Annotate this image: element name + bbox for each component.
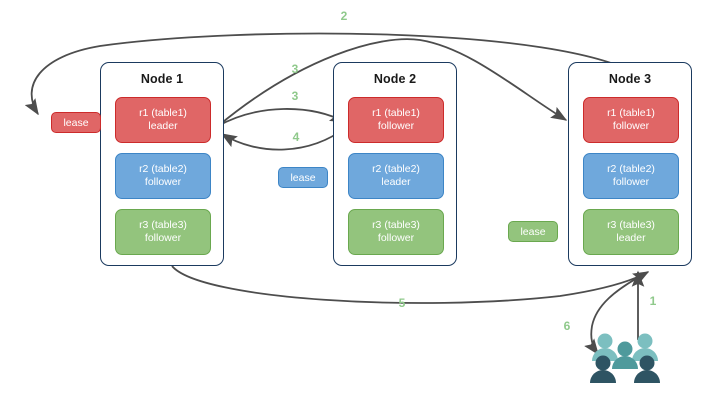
- node-box-node3[interactable]: Node 3 r1 (table1) follower r2 (table2) …: [568, 62, 692, 266]
- edge-5-node1-to-node3: [171, 265, 650, 304]
- lease-label: lease: [520, 225, 546, 238]
- step-label-2: 2: [340, 9, 348, 23]
- replica-node1-r1[interactable]: r1 (table1) leader: [115, 97, 211, 143]
- replica-role: follower: [377, 232, 415, 244]
- replica-node1-r3[interactable]: r3 (table3) follower: [115, 209, 211, 255]
- step-label-4: 4: [292, 130, 300, 144]
- replica-role: leader: [616, 232, 646, 244]
- replica-node3-r2[interactable]: r2 (table2) follower: [583, 153, 679, 199]
- replica-name: r1 (table1): [139, 106, 187, 119]
- node-box-node2[interactable]: Node 2 r1 (table1) follower r2 (table2) …: [333, 62, 457, 266]
- lease-badge-green[interactable]: lease: [508, 221, 558, 242]
- step-label-3b: 3: [291, 89, 299, 103]
- replica-role: follower: [144, 176, 182, 188]
- replica-name: r1 (table1): [607, 106, 655, 119]
- replica-role: follower: [612, 120, 650, 132]
- edge-3-node1-to-node2: [217, 108, 347, 127]
- node-title: Node 1: [140, 72, 184, 86]
- replica-node2-r2[interactable]: r2 (table2) leader: [348, 153, 444, 199]
- replica-node3-r1[interactable]: r1 (table1) follower: [583, 97, 679, 143]
- node-title: Node 2: [373, 72, 417, 86]
- replica-role: leader: [381, 176, 411, 188]
- node-box-node1[interactable]: Node 1 r1 (table1) leader r2 (table2) fo…: [100, 62, 224, 266]
- lease-badge-blue[interactable]: lease: [278, 167, 328, 188]
- step-label-5: 5: [398, 296, 406, 310]
- replica-name: r2 (table2): [372, 162, 420, 175]
- step-label-1: 1: [649, 294, 657, 308]
- replica-name: r1 (table1): [372, 106, 420, 119]
- replica-name: r2 (table2): [139, 162, 187, 175]
- replica-node2-r1[interactable]: r1 (table1) follower: [348, 97, 444, 143]
- replica-role: follower: [612, 176, 650, 188]
- lease-label: lease: [290, 171, 316, 184]
- replica-role: leader: [148, 120, 178, 132]
- replica-name: r3 (table3): [372, 218, 420, 231]
- step-label-6: 6: [563, 319, 571, 333]
- lease-badge-red[interactable]: lease: [51, 112, 101, 133]
- replica-name: r3 (table3): [139, 218, 187, 231]
- replica-name: r3 (table3): [607, 218, 655, 231]
- replica-node3-r3[interactable]: r3 (table3) leader: [583, 209, 679, 255]
- replica-role: follower: [377, 120, 415, 132]
- replica-node1-r2[interactable]: r2 (table2) follower: [115, 153, 211, 199]
- replica-node2-r3[interactable]: r3 (table3) follower: [348, 209, 444, 255]
- lease-label: lease: [63, 116, 89, 129]
- edge-4-node2-to-node1: [220, 125, 349, 151]
- users-icon: [590, 333, 660, 383]
- node-title: Node 3: [608, 72, 652, 86]
- replica-name: r2 (table2): [607, 162, 655, 175]
- step-label-3a: 3: [291, 62, 299, 76]
- replica-role: follower: [144, 232, 182, 244]
